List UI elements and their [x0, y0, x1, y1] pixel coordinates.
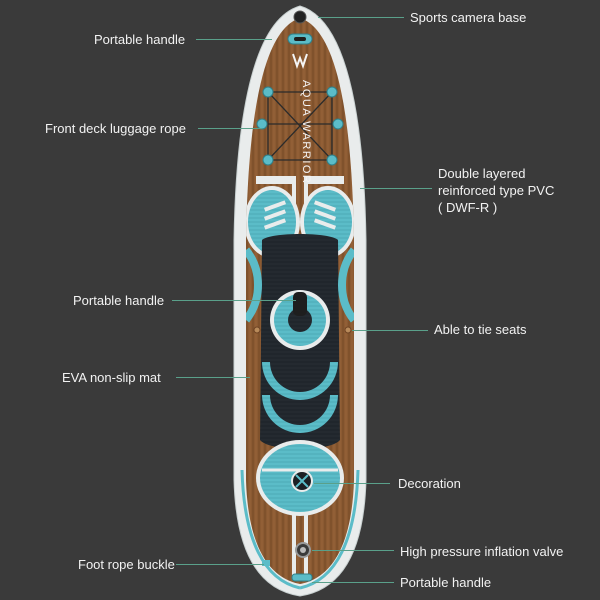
label-pvc-line1: Double layered [438, 166, 526, 181]
mat-crescent-1 [262, 362, 338, 400]
brand-logo-text: AQUA WARRIOR [300, 80, 312, 184]
leader-line [172, 300, 296, 301]
leader-line [176, 564, 264, 565]
rail-accent-left [240, 469, 301, 590]
label-pvc-line2: reinforced type PVC [438, 183, 555, 198]
bungee-d-rings [256, 86, 344, 166]
deck-chevrons-right [313, 200, 337, 230]
label-foot-rope-buckle: Foot rope buckle [78, 557, 175, 572]
seat-ring-right [344, 326, 352, 334]
label-pvc: Double layered reinforced type PVC ( DWF… [438, 165, 554, 216]
leader-line [176, 377, 250, 378]
brand-logo-mark [292, 53, 308, 69]
leader-line [198, 128, 262, 129]
label-portable-handle-bottom: Portable handle [400, 575, 492, 590]
mat-crescent-2 [262, 395, 338, 433]
rail-accent-right [299, 469, 360, 590]
leader-line [318, 17, 404, 18]
mat-side-arc-left [246, 247, 262, 323]
label-eva-mat: EVA non-slip mat [62, 370, 161, 385]
leader-line [312, 582, 394, 583]
label-portable-handle-mid: Portable handle [73, 293, 165, 308]
tail-handle [291, 573, 313, 582]
label-decoration: Decoration [398, 476, 461, 491]
leader-line [352, 330, 428, 331]
label-front-deck-rope: Front deck luggage rope [45, 121, 186, 136]
camera-base [293, 10, 307, 24]
label-pvc-line3: ( DWF-R ) [438, 200, 498, 215]
label-portable-handle-top: Portable handle [94, 32, 186, 47]
leader-line [196, 39, 272, 40]
deck-chevrons-left [263, 200, 287, 230]
leash-buckle [262, 560, 270, 566]
label-tie-seats: Able to tie seats [434, 322, 527, 337]
leader-line [314, 483, 390, 484]
label-inflation-valve: High pressure inflation valve [400, 544, 564, 559]
leader-line [312, 550, 394, 551]
mat-side-arc-right [338, 247, 354, 323]
leader-line [360, 188, 432, 189]
center-handle [293, 292, 307, 316]
seat-ring-left [253, 326, 261, 334]
label-sports-camera-base: Sports camera base [410, 10, 527, 25]
